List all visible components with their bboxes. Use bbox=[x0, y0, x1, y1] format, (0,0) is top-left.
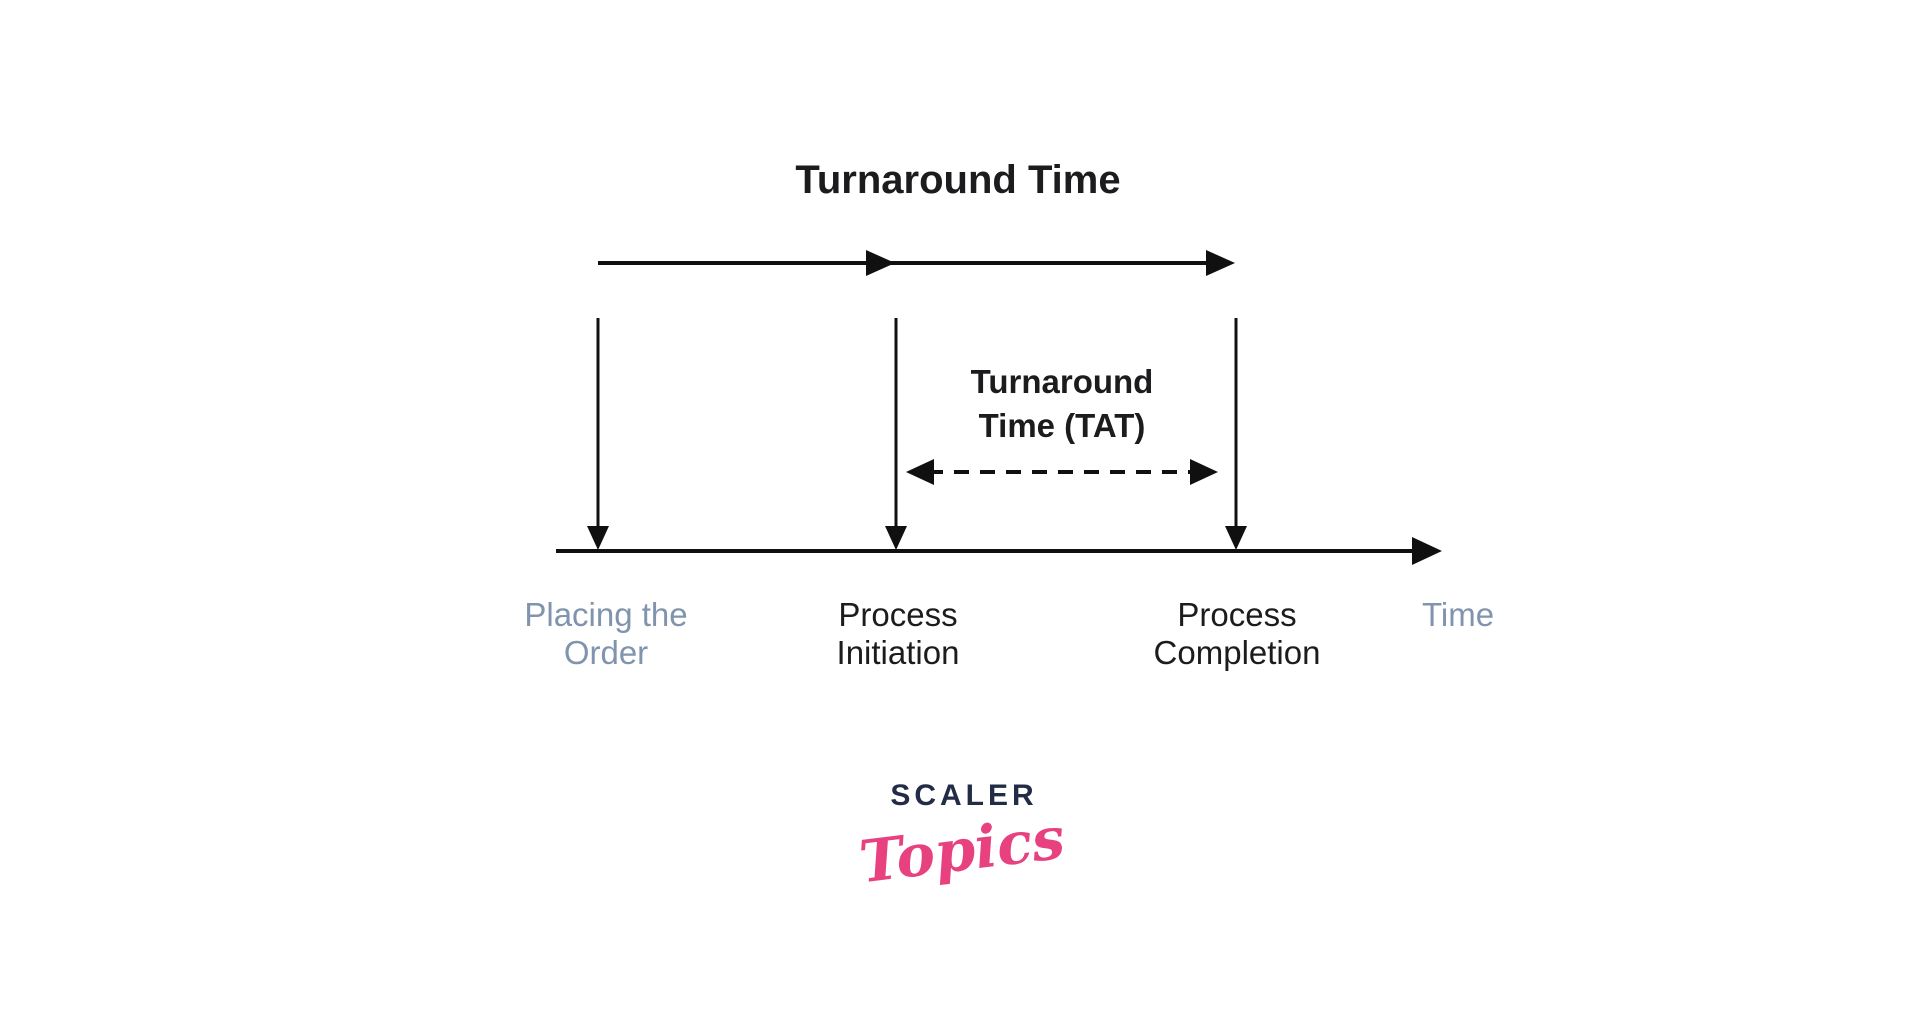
time-axis bbox=[556, 537, 1442, 565]
event-marker-placing-order bbox=[587, 318, 609, 550]
tat-annotation: Turnaround Time (TAT) bbox=[971, 360, 1154, 448]
event-label-placing-order: Placing the Order bbox=[524, 596, 687, 672]
event-label-process-initiation-line2: Initiation bbox=[836, 634, 960, 671]
event-label-placing-order-line1: Placing the bbox=[524, 596, 688, 633]
tat-arrowhead-right bbox=[1190, 459, 1218, 485]
event-label-placing-order-line2: Order bbox=[563, 634, 649, 671]
tat-arrowhead-left bbox=[906, 459, 934, 485]
tat-dashed-arrow bbox=[906, 459, 1218, 485]
tat-annotation-line2: Time (TAT) bbox=[978, 407, 1146, 444]
event-label-process-initiation: Process Initiation bbox=[837, 596, 960, 672]
time-axis-arrowhead bbox=[1412, 537, 1442, 565]
logo-brand-text: SCALER bbox=[890, 779, 1038, 812]
event-label-process-completion-line1: Process bbox=[1177, 596, 1297, 633]
diagram-title: Turnaround Time bbox=[795, 158, 1121, 202]
event-label-process-completion-line2: Completion bbox=[1153, 634, 1321, 671]
tat-annotation-line1: Turnaround bbox=[970, 363, 1154, 400]
span-arrowhead-mid bbox=[866, 250, 895, 276]
span-arrowhead-end bbox=[1206, 250, 1235, 276]
event-marker-process-initiation bbox=[885, 318, 907, 550]
turnaround-span-arrow bbox=[598, 250, 1235, 276]
axis-label-time: Time bbox=[1421, 596, 1495, 633]
event-label-process-completion: Process Completion bbox=[1154, 596, 1321, 672]
event-label-process-initiation-line1: Process bbox=[838, 596, 958, 633]
event-marker-process-completion bbox=[1225, 318, 1247, 550]
